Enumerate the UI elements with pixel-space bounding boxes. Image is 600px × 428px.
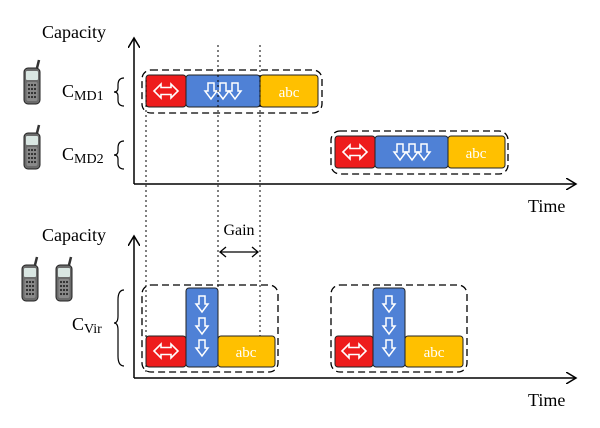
top-y-axis-label: Capacity [42, 22, 106, 42]
virtual-1-blue-block [185, 287, 219, 368]
md1-red-block [145, 74, 187, 108]
md1-abc-text: abc [279, 85, 300, 101]
bottom-y-axis-label: Capacity [42, 225, 106, 245]
mobile-phone-icon [22, 123, 42, 171]
md2-yellow-block [447, 135, 506, 169]
top-x-axis-label: Time [528, 196, 565, 216]
virtual-2-blue-block [372, 287, 406, 368]
device-1-brace [113, 77, 125, 107]
md2-abc-text: abc [466, 146, 487, 162]
top-panel: Capacity Time CMD1 CMD2 abc abc [22, 22, 576, 216]
mobile-phone-icon [20, 255, 40, 303]
gain-arrow [218, 246, 260, 258]
virtual-group-2-outline [330, 284, 468, 373]
virtual-2-red-block [334, 335, 374, 368]
device-2-brace [113, 140, 125, 170]
mobile-phone-icon [22, 58, 42, 106]
virtual-brace [113, 289, 125, 367]
gain-label: Gain [223, 222, 254, 239]
bottom-panel: Capacity Time CVir Gain abc [20, 222, 576, 410]
virtual-1-red-block [145, 335, 187, 368]
virtual-1-abc-text: abc [236, 345, 257, 361]
md1-group-outline [141, 69, 323, 114]
device-1-label: CMD1 [62, 81, 104, 104]
md2-red-block [334, 135, 376, 169]
md2-blue-block [374, 135, 449, 169]
virtual-group-1-outline [141, 284, 279, 373]
virtual-2-abc-text: abc [424, 345, 445, 361]
guide-lines [145, 45, 261, 372]
bottom-x-axis-label: Time [528, 390, 565, 410]
mobile-phone-icon [54, 255, 74, 303]
md2-group-outline [330, 130, 509, 175]
md1-blue-block [185, 74, 261, 108]
virtual-label: CVir [72, 314, 102, 337]
virtual-2-yellow-block [404, 335, 464, 368]
device-2-label: CMD2 [62, 144, 104, 167]
virtual-1-yellow-block [217, 335, 276, 368]
